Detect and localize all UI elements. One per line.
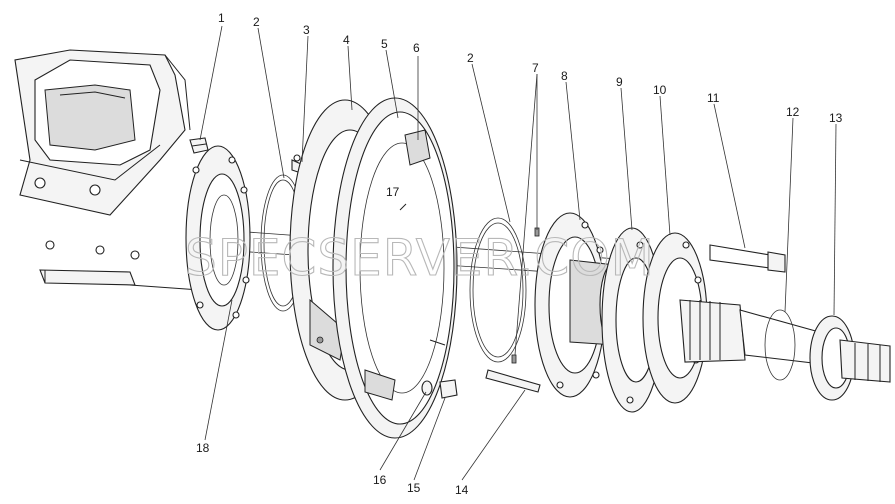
- callout-16: 16: [373, 473, 387, 487]
- callout-6: 6: [413, 41, 420, 55]
- callout-14: 14: [455, 483, 469, 497]
- bearing-item-13: [809, 315, 891, 401]
- callout-15: 15: [407, 481, 421, 495]
- callout-3: 3: [303, 23, 310, 37]
- callout-8: 8: [561, 69, 568, 83]
- callout-12: 12: [786, 105, 800, 119]
- callout-5: 5: [381, 37, 388, 51]
- flange-item-18: [185, 145, 251, 331]
- callout-4: 4: [343, 33, 350, 47]
- callout-17: 17: [386, 185, 400, 199]
- nut-item-1: [189, 137, 209, 154]
- watermark-text: SPECSERVER.COM: [185, 229, 655, 287]
- o-ring-item-2-right-inner: [472, 222, 524, 358]
- mounting-pad: [39, 240, 140, 286]
- leader-lines: [199, 25, 837, 481]
- splined-shaft: [679, 299, 831, 366]
- callout-labels: 1 2 3 4 5 6 2 7 8 9 10 11 12 13 17 18 16…: [196, 11, 843, 497]
- callout-1: 1: [218, 11, 225, 25]
- bolt-item-15: [439, 379, 458, 399]
- pin-item-17: [399, 203, 407, 211]
- callout-2-right: 2: [467, 51, 474, 65]
- callout-13: 13: [829, 111, 843, 125]
- o-ring-item-2-right: [469, 217, 527, 363]
- callout-2-left: 2: [253, 15, 260, 29]
- bracket-housing: [14, 49, 191, 216]
- callout-18: 18: [196, 441, 210, 455]
- bolt-item-11: [709, 244, 786, 273]
- callout-11: 11: [707, 91, 720, 105]
- pin-item-14: [485, 369, 541, 393]
- brake-disc-item-5: [332, 97, 458, 439]
- callout-10: 10: [653, 83, 667, 97]
- washer-item-16: [421, 380, 433, 396]
- hub-flange-item-8: [534, 212, 625, 398]
- callout-9: 9: [616, 75, 623, 89]
- snap-ring-item-12: [764, 309, 796, 381]
- callout-7: 7: [532, 61, 539, 75]
